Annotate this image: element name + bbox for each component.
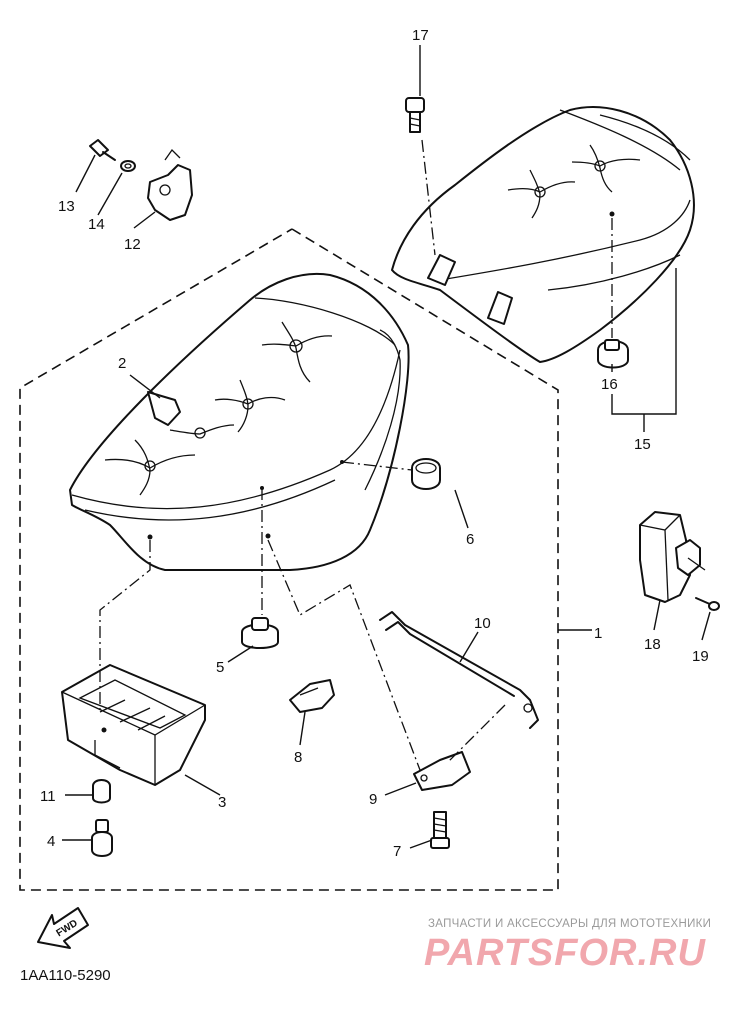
watermark: ЗАПЧАСТИ И АКСЕССУАРЫ ДЛЯ МОТОТЕХНИКИ PA… (424, 918, 711, 974)
callout-12: 12 (124, 236, 141, 253)
storage-tray (61, 664, 206, 786)
cap-11 (92, 779, 111, 804)
callout-18: 18 (644, 636, 661, 653)
callout-11: 11 (40, 788, 56, 805)
bracket-12 (147, 148, 193, 221)
watermark-tagline: ЗАПЧАСТИ И АКСЕССУАРЫ ДЛЯ МОТОТЕХНИКИ (428, 918, 711, 930)
callout-7: 7 (393, 843, 401, 860)
leader-lines (62, 45, 711, 849)
diagram-code: 1AA110-5290 (20, 967, 111, 984)
callout-2: 2 (118, 355, 126, 372)
screw-19 (695, 597, 720, 611)
callout-17: 17 (412, 27, 429, 44)
bolt-13 (89, 139, 116, 161)
bracket-9 (413, 751, 471, 791)
rod-10 (379, 611, 539, 729)
rear-seat (391, 106, 695, 363)
callout-numbers: 1 2 3 4 5 6 7 8 9 10 11 12 13 14 15 16 1… (40, 27, 709, 860)
callout-10: 10 (474, 615, 491, 632)
callout-16: 16 (601, 376, 618, 393)
callout-14: 14 (88, 216, 105, 233)
assembly-boundary (19, 228, 559, 891)
callout-15: 15 (634, 436, 651, 453)
callout-13: 13 (58, 198, 75, 215)
main-seat (69, 273, 410, 571)
watermark-brand: PARTSFOR.RU (424, 932, 706, 974)
clip-8 (289, 679, 335, 713)
seat-lock-18 (639, 511, 706, 603)
callout-3: 3 (218, 794, 226, 811)
bolt-7 (430, 811, 450, 849)
fwd-arrow-icon: FWD (37, 907, 89, 949)
callout-9: 9 (369, 791, 377, 808)
callout-19: 19 (692, 648, 709, 665)
damper-6 (411, 458, 441, 490)
callout-1: 1 (594, 625, 602, 642)
washer-14 (120, 160, 136, 172)
callout-4: 4 (47, 833, 55, 850)
alignment-lines (99, 139, 613, 771)
grommet-4 (91, 819, 113, 857)
callout-5: 5 (216, 659, 224, 676)
bolt-17 (405, 97, 425, 133)
callout-6: 6 (466, 531, 474, 548)
callout-8: 8 (294, 749, 302, 766)
damper-5 (241, 617, 279, 649)
damper-16 (597, 339, 629, 369)
